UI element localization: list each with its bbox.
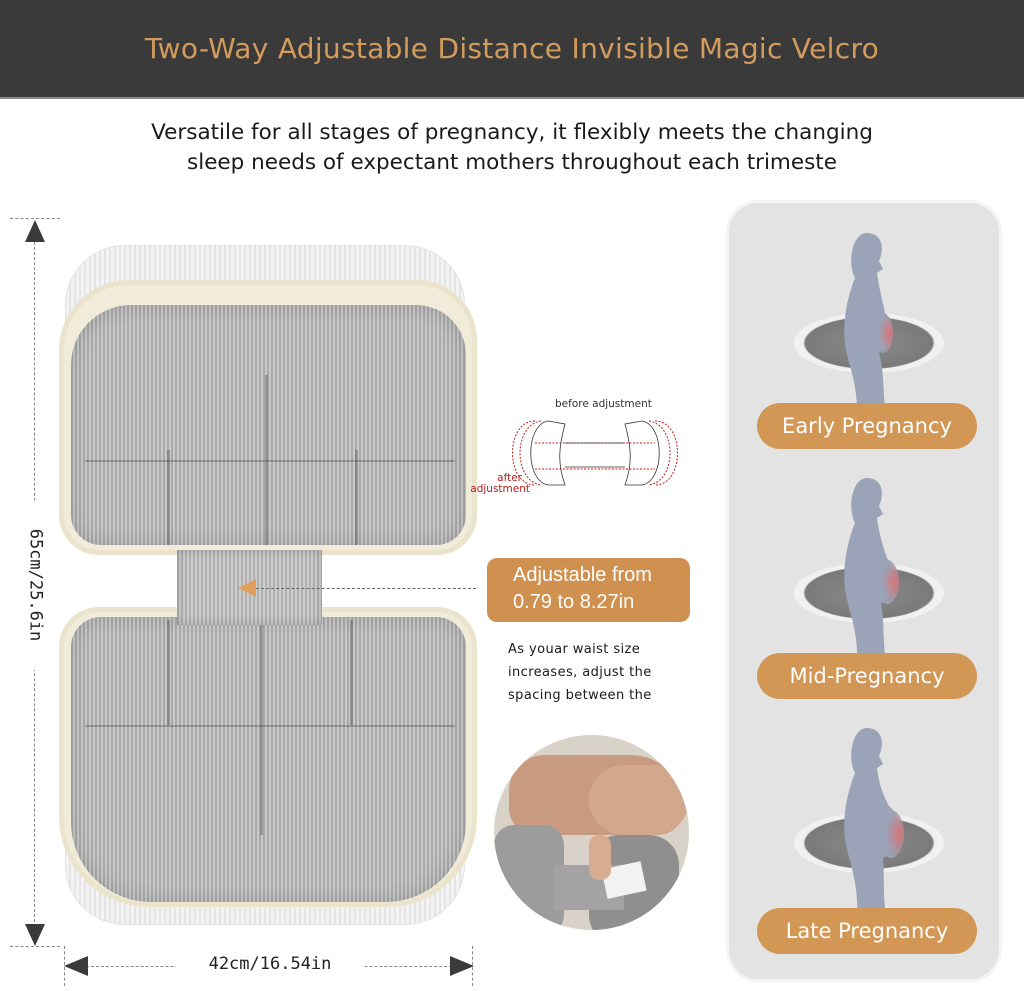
subtitle: Versatile for all stages of pregnancy, i… [0, 118, 1024, 178]
tuft-seam [355, 450, 358, 545]
callout-desc-line-2: increases, adjust the [508, 665, 652, 680]
belt-pointer-line [256, 588, 476, 589]
tuft-seam [167, 620, 170, 725]
tuft-seam [260, 620, 263, 835]
arrow-up-icon [25, 220, 45, 242]
photo-hand [589, 835, 611, 880]
stage-label-late: Late Pregnancy [757, 908, 977, 954]
pillow-image [55, 225, 480, 940]
pregnancy-stages-panel: Early Pregnancy Mid-Pregnancy Late Pregn… [727, 201, 1001, 981]
stage-early: Early Pregnancy [729, 203, 1003, 453]
after-label-line-2: adjustment [470, 483, 530, 495]
pregnant-figure-icon [844, 728, 904, 918]
after-adjustment-label: after adjustment [460, 473, 530, 495]
height-dimension-label: 65cm/25.6in [22, 500, 48, 670]
pregnant-figure-icon [844, 233, 893, 423]
height-dimension-text: 65cm/25.6in [25, 528, 45, 642]
width-dimension-label: 42cm/16.54in [176, 954, 364, 978]
adjustment-outline-icon [512, 420, 678, 486]
adjustable-range-callout: Adjustable from 0.79 to 8.27in [487, 558, 690, 622]
tuft-seam [350, 620, 353, 725]
stage-mid: Mid-Pregnancy [729, 453, 1003, 703]
dim-bottom-cap [10, 946, 60, 947]
stage-label-mid: Mid-Pregnancy [757, 653, 977, 699]
stage-late: Late Pregnancy [729, 703, 1003, 954]
tuft-seam [265, 375, 268, 545]
subtitle-line-1: Versatile for all stages of pregnancy, i… [151, 120, 873, 145]
header-band: Two-Way Adjustable Distance Invisible Ma… [0, 0, 1024, 99]
photo-knee [589, 765, 689, 835]
before-adjustment-label: before adjustment [555, 398, 652, 410]
pregnant-figure-icon [844, 478, 899, 668]
velcro-usage-photo [494, 735, 689, 930]
adjustment-diagram: before adjustment after adjustment [470, 395, 690, 505]
arrow-down-icon [25, 924, 45, 946]
pillow-bottom-fabric [71, 617, 466, 902]
pillow-top-fabric [71, 305, 466, 545]
stage-label-early: Early Pregnancy [757, 403, 977, 449]
callout-line-1: Adjustable from [513, 564, 652, 586]
callout-desc-line-3: spacing between the [508, 688, 652, 703]
tuft-seam [85, 725, 455, 727]
after-label-line-1: after [497, 472, 522, 484]
photo-pillow-left [494, 825, 564, 930]
belt-pointer-arrow-icon [238, 579, 256, 597]
tuft-seam [85, 460, 455, 462]
dim-top-cap [10, 218, 60, 219]
arrow-right-icon [450, 956, 474, 976]
tuft-seam [167, 450, 170, 545]
header-title: Two-Way Adjustable Distance Invisible Ma… [144, 32, 880, 65]
callout-description: As youar waist size increases, adjust th… [508, 638, 708, 707]
subtitle-line-2: sleep needs of expectant mothers through… [187, 150, 837, 175]
callout-desc-line-1: As youar waist size [508, 642, 641, 657]
callout-line-2: 0.79 to 8.27in [513, 591, 635, 613]
arrow-left-icon [64, 956, 88, 976]
